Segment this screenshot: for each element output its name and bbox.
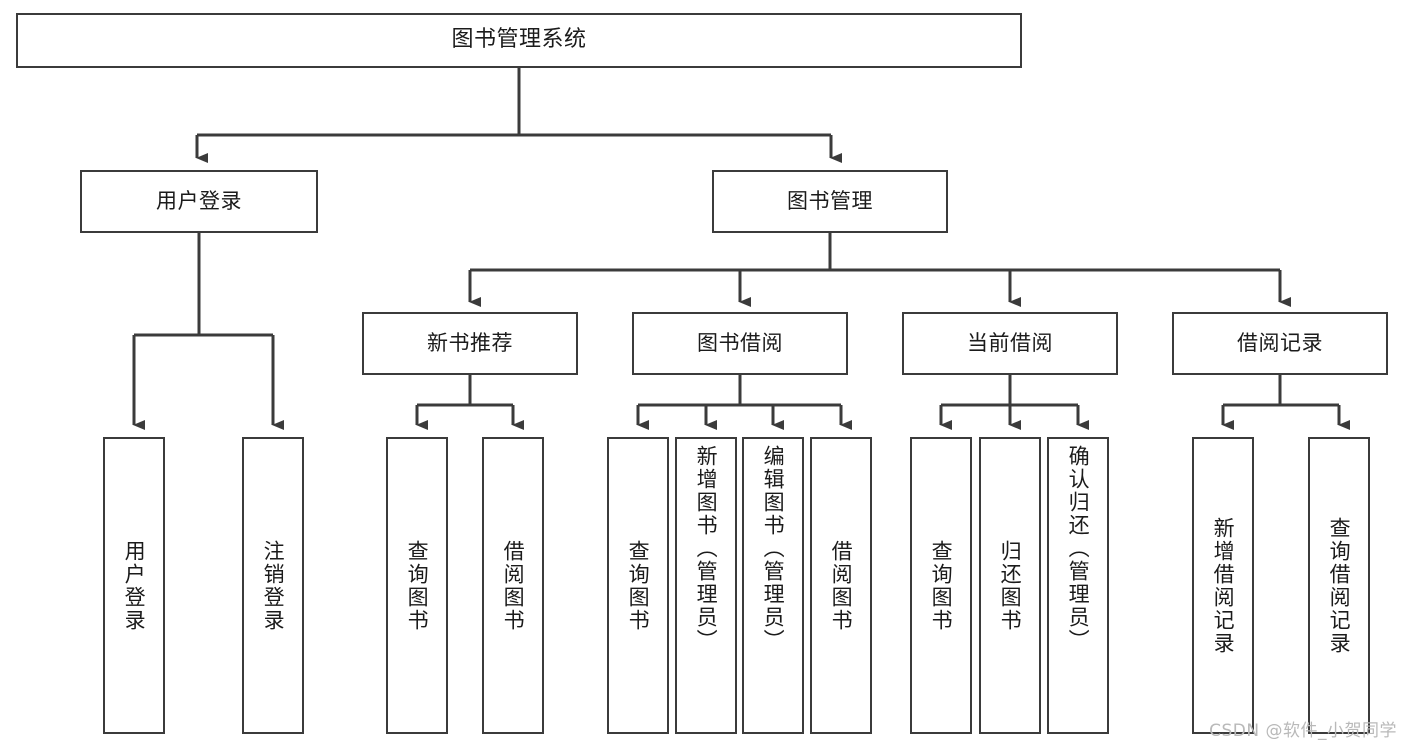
node-user-login[interactable]: 用户登录 — [80, 170, 318, 233]
node-label: 查询图书 — [929, 539, 954, 632]
node-label: 借阅图书 — [501, 539, 526, 632]
node-label: 借阅记录 — [1237, 330, 1323, 355]
node-new-book-recommend[interactable]: 新书推荐 — [362, 312, 578, 375]
node-borrow-records[interactable]: 借阅记录 — [1172, 312, 1388, 375]
leaf-borrow-records-add[interactable]: 新增借阅记录 — [1192, 437, 1254, 734]
node-label: 图书管理系统 — [451, 27, 587, 53]
node-label: 图书管理 — [787, 188, 873, 213]
node-label: 新增图书（管理员） — [694, 445, 719, 652]
node-label: 查询图书 — [626, 539, 651, 632]
node-root-system[interactable]: 图书管理系统 — [16, 13, 1022, 68]
node-book-management[interactable]: 图书管理 — [712, 170, 948, 233]
leaf-book-borrow-borrow[interactable]: 借阅图书 — [810, 437, 872, 734]
leaf-new-book-borrow[interactable]: 借阅图书 — [482, 437, 544, 734]
node-label: 注销登录 — [261, 539, 286, 632]
leaf-book-borrow-edit[interactable]: 编辑图书（管理员） — [742, 437, 804, 734]
leaf-book-borrow-query[interactable]: 查询图书 — [607, 437, 669, 734]
leaf-new-book-query[interactable]: 查询图书 — [386, 437, 448, 734]
node-label: 编辑图书（管理员） — [761, 445, 786, 652]
leaf-current-borrow-confirm-return[interactable]: 确认归还（管理员） — [1047, 437, 1109, 734]
node-current-borrow[interactable]: 当前借阅 — [902, 312, 1118, 375]
node-book-borrow[interactable]: 图书借阅 — [632, 312, 848, 375]
leaf-current-borrow-return[interactable]: 归还图书 — [979, 437, 1041, 734]
node-label: 当前借阅 — [967, 330, 1053, 355]
watermark-text: CSDN @软件_小贺同学 — [1209, 721, 1397, 741]
node-label: 借阅图书 — [829, 539, 854, 632]
node-label: 确认归还（管理员） — [1066, 445, 1091, 652]
leaf-user-login-logout[interactable]: 注销登录 — [242, 437, 304, 734]
node-label: 新书推荐 — [427, 330, 513, 355]
node-label: 图书借阅 — [697, 330, 783, 355]
node-label: 用户登录 — [156, 188, 242, 213]
leaf-borrow-records-query[interactable]: 查询借阅记录 — [1308, 437, 1370, 734]
leaf-book-borrow-add[interactable]: 新增图书（管理员） — [675, 437, 737, 734]
node-label: 归还图书 — [998, 539, 1023, 632]
node-label: 查询借阅记录 — [1327, 516, 1352, 655]
node-label: 查询图书 — [405, 539, 430, 632]
node-label: 用户登录 — [122, 539, 147, 632]
node-label: 新增借阅记录 — [1211, 516, 1236, 655]
leaf-user-login-login[interactable]: 用户登录 — [103, 437, 165, 734]
leaf-current-borrow-query[interactable]: 查询图书 — [910, 437, 972, 734]
